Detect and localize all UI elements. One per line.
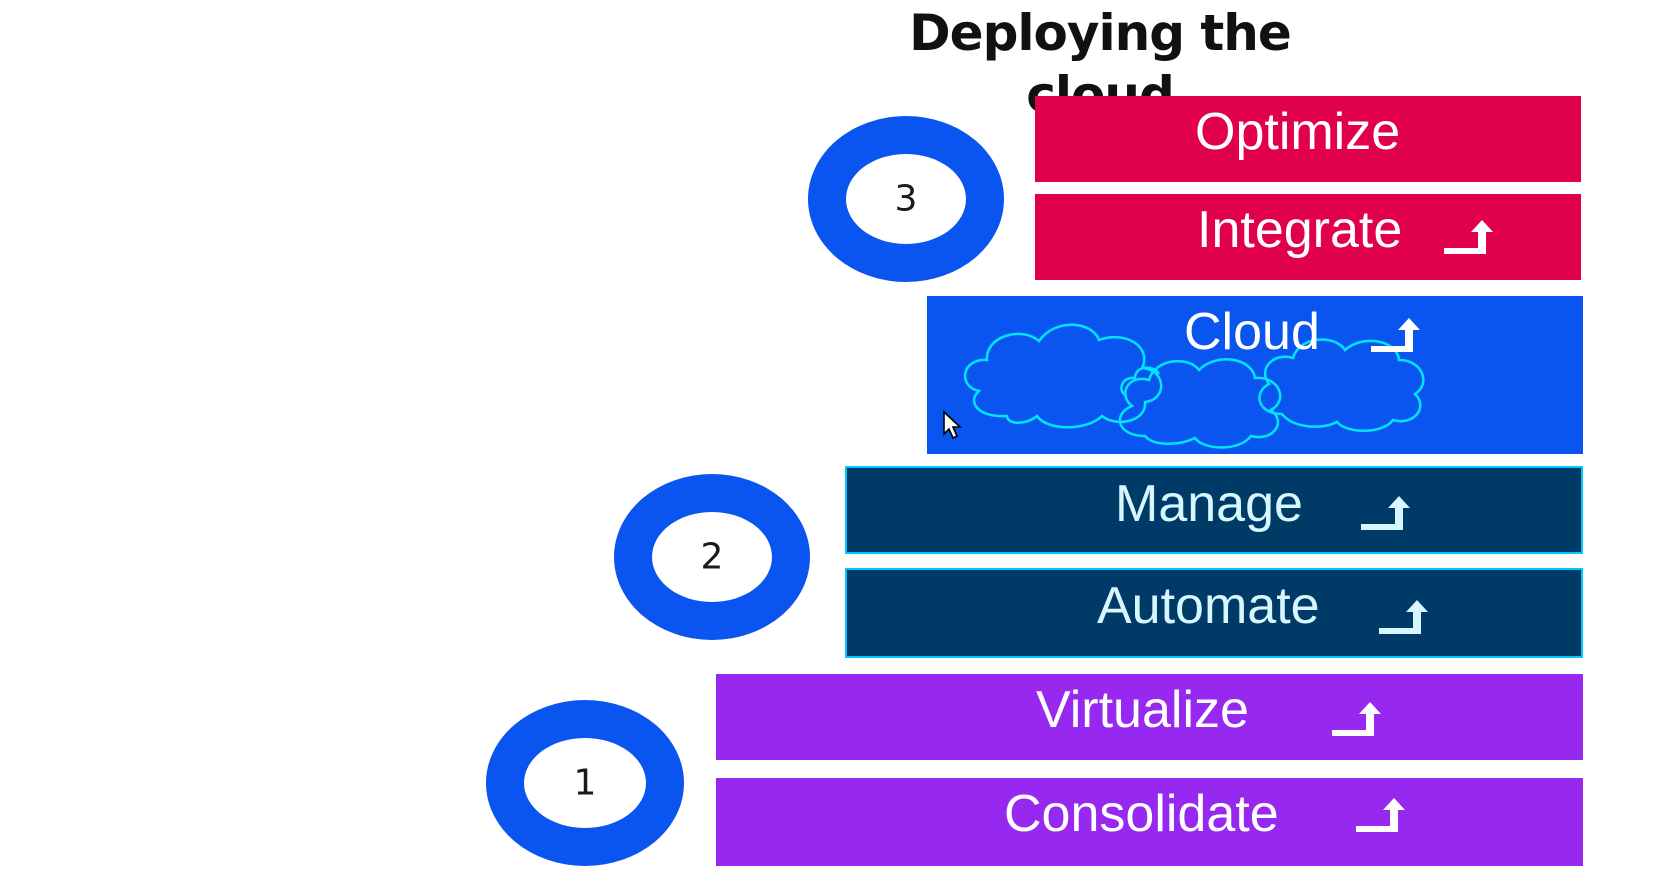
up-right-bent-arrow-icon [1444,220,1493,254]
layer-automate-label: Automate [1097,577,1320,635]
cloud-outline-icon [963,323,1425,449]
layer-virtualize: Virtualize [716,674,1583,760]
layer-optimize-label: Optimize [1195,103,1401,161]
up-right-bent-arrow-icon [1379,600,1428,634]
stage-2-ring: 2 [614,474,810,640]
stage-3-ring: 3 [808,116,1004,282]
up-right-bent-arrow-icon [1356,798,1405,832]
up-right-bent-arrow-icon [1332,702,1381,736]
layer-consolidate-label: Consolidate [1004,785,1279,843]
up-right-bent-arrow-icon [1371,318,1420,352]
layer-consolidate: Consolidate [716,778,1583,866]
layer-virtualize-label: Virtualize [1036,681,1249,739]
layer-integrate-label: Integrate [1197,201,1403,259]
stage-1-ring: 1 [486,700,684,866]
layer-cloud: Cloud [927,296,1583,454]
page-title: Deploying the cloud [909,4,1292,124]
stage-2-number: 2 [700,536,724,578]
stage-3-number: 3 [894,178,918,220]
layer-cloud-label: Cloud [1184,303,1320,361]
layer-manage-label: Manage [1115,475,1303,533]
layer-integrate: Integrate [1035,194,1581,280]
layer-manage: Manage [845,466,1583,554]
up-right-bent-arrow-icon [1361,496,1410,530]
layer-optimize: Optimize [1035,96,1581,182]
layer-automate: Automate [845,568,1583,658]
stage-1-number: 1 [573,762,597,804]
mouse-cursor-icon [943,410,963,440]
